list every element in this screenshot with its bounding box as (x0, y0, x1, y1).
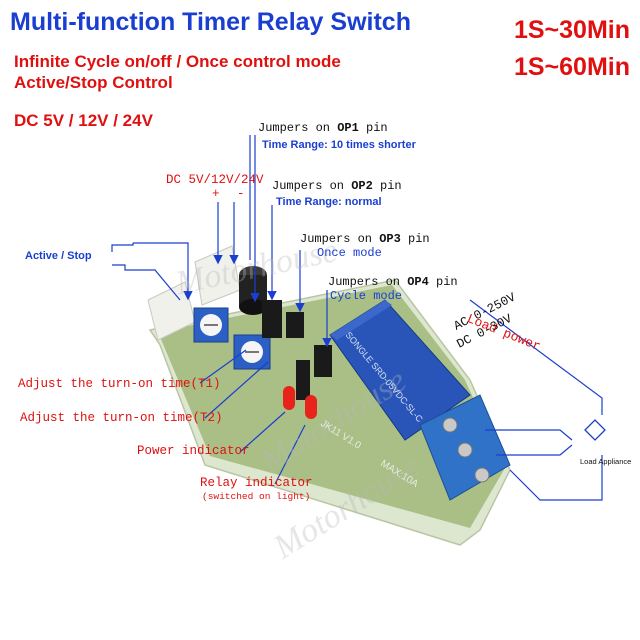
page-title: Multi-function Timer Relay Switch (10, 8, 411, 36)
input-wiring (111, 135, 332, 485)
jumper-op1-label: Jumpers on OP1 pin (258, 121, 388, 135)
adjust-t1-label: Adjust the turn-on time(T1) (18, 377, 221, 391)
power-indicator-label: Power indicator (137, 444, 250, 458)
potentiometer-t1[interactable] (193, 307, 229, 343)
power-led (283, 386, 295, 410)
power-input-label: DC 5V/12V/24V (166, 173, 264, 187)
screw-terminal[interactable] (419, 394, 511, 501)
relay-indicator-note: (switched on light) (202, 491, 311, 502)
active-stop-label: Active / Stop (25, 250, 92, 262)
adjust-t2-label: Adjust the turn-on time(T2) (20, 411, 223, 425)
mode-line: Infinite Cycle on/off / Once control mod… (14, 52, 341, 71)
jumper-op3-note: Once mode (317, 246, 382, 260)
jumper-op2-note: Time Range: normal (276, 196, 382, 208)
jumper-op3-label: Jumpers on OP3 pin (300, 232, 430, 246)
control-line: Active/Stop Control (14, 73, 173, 92)
load-appliance-icon (584, 419, 606, 441)
load-wiring (469, 299, 603, 501)
power-minus-sign: - (237, 187, 245, 201)
range-30min: 1S~30Min (513, 16, 630, 44)
jumper-op4-label: Jumpers on OP4 pin (328, 275, 458, 289)
voltage-line: DC 5V / 12V / 24V (14, 111, 153, 130)
power-plus-sign: + (212, 187, 220, 201)
jumper-op2-label: Jumpers on OP2 pin (272, 179, 402, 193)
relay-led (305, 395, 317, 419)
relay-indicator-label: Relay indicator (200, 476, 313, 490)
jumper-op4-note: Cycle mode (330, 289, 403, 303)
range-60min: 1S~60Min (513, 53, 630, 81)
relay (329, 299, 471, 441)
potentiometer-t2[interactable] (233, 334, 271, 370)
load-appliance-label: Load Appliance (580, 457, 632, 466)
jumper-headers[interactable] (262, 300, 332, 400)
jumper-op1-note: Time Range: 10 times shorter (262, 139, 416, 151)
